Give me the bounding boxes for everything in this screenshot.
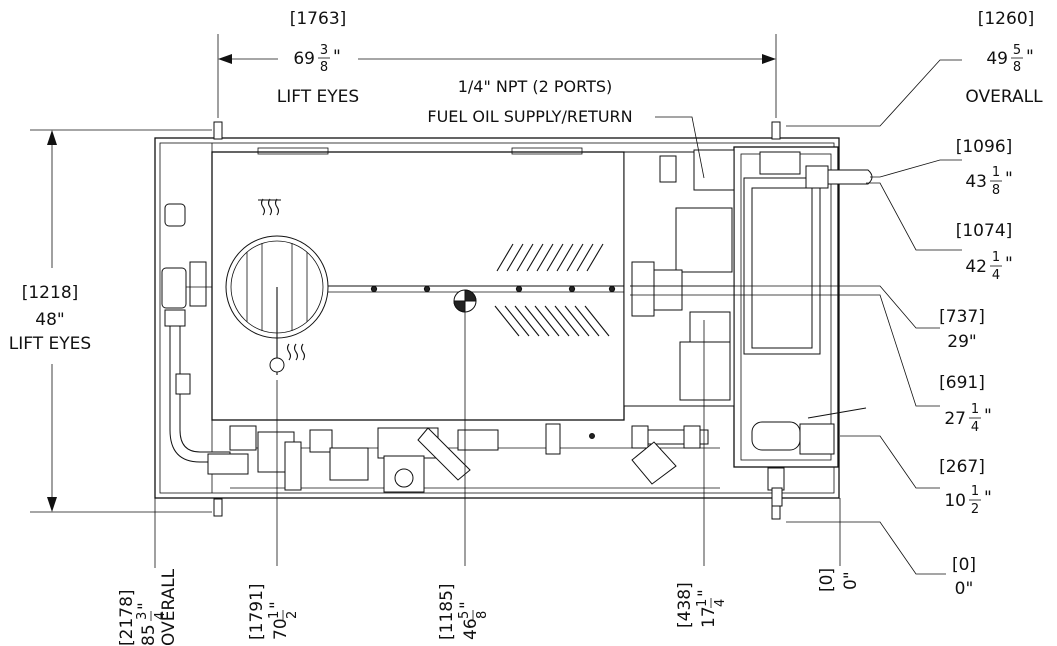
control-assembly	[623, 149, 735, 407]
b1185-metric: [1185]	[437, 583, 457, 640]
lift-eyes-width-metric: [1763]	[290, 9, 347, 29]
r691-whole: 27	[944, 409, 966, 429]
r267-num: 1	[971, 484, 979, 499]
lift-eyes-width-num: 3	[320, 43, 328, 58]
dim-0-right: [0] 0"	[786, 521, 976, 599]
center-of-gravity-icon	[453, 289, 477, 313]
r0-metric: [0]	[952, 555, 976, 575]
r691-metric: [691]	[939, 373, 985, 393]
dim-overall-width: [1260] 49 5 8 " OVERALL	[786, 9, 1043, 127]
dim-lift-eyes-height: [1218] 48" LIFT EYES	[9, 129, 212, 513]
b1791-den: 2	[285, 611, 300, 619]
lift-eyes-width-whole: 69	[293, 49, 315, 69]
b2178-label: OVERALL	[159, 568, 179, 646]
b2178-num: 3	[135, 612, 150, 620]
overall-width-label: OVERALL	[965, 87, 1043, 107]
r1074-num: 1	[992, 250, 1000, 265]
b1791-metric: [1791]	[247, 583, 267, 640]
fuel-ports-note: 1/4" NPT (2 PORTS) FUEL OIL SUPPLY/RETUR…	[427, 77, 705, 179]
b438-num: 1	[695, 599, 710, 607]
r267-unit: "	[984, 488, 992, 508]
r1096-unit: "	[1005, 169, 1013, 189]
r1096-metric: [1096]	[956, 137, 1013, 157]
b438-unit: "	[695, 589, 715, 597]
r1096-den: 8	[992, 183, 1000, 198]
skid-slot	[164, 203, 186, 227]
b1185-num: 5	[457, 611, 472, 619]
r691-unit: "	[984, 406, 992, 426]
r1074-den: 4	[992, 268, 1000, 283]
lift-eyes	[213, 121, 781, 520]
r0-value: 0"	[955, 579, 974, 599]
overall-width-whole: 49	[986, 49, 1008, 69]
r267-den: 2	[971, 502, 979, 517]
r1096-whole: 43	[965, 172, 987, 192]
r1096-num: 1	[992, 165, 1000, 180]
r267-metric: [267]	[939, 457, 985, 477]
r1074-whole: 42	[965, 257, 987, 277]
b0-metric: [0]	[817, 568, 837, 592]
dim-267: [267] 10 1 2 "	[840, 435, 992, 517]
fuel-ports-line2: FUEL OIL SUPPLY/RETURN	[427, 107, 632, 126]
r1074-unit: "	[1005, 254, 1013, 274]
b2178-den: 4	[153, 612, 168, 620]
lift-eyes-height-label: LIFT EYES	[9, 334, 91, 354]
r691-den: 4	[971, 420, 979, 435]
lift-eyes-width-label: LIFT EYES	[277, 87, 359, 107]
b438-den: 4	[713, 599, 728, 607]
b2178-unit: "	[135, 602, 155, 610]
exhaust-flange	[225, 235, 329, 375]
dim-2178-overall: [2178] 85 3 4 " OVERALL	[117, 498, 179, 646]
r737-metric: [737]	[939, 307, 985, 327]
overall-width-unit: "	[1026, 47, 1034, 67]
b1791-unit: "	[267, 601, 287, 609]
lift-eyes-height-metric: [1218]	[22, 283, 79, 303]
b2178-metric: [2178]	[117, 589, 137, 646]
overall-width-num: 5	[1013, 43, 1021, 58]
dim-0-bottom: [0] 0"	[817, 498, 861, 592]
lift-eyes-height-value: 48"	[35, 310, 64, 330]
b2178-whole: 85	[139, 624, 159, 646]
b1791-whole: 70	[271, 618, 291, 640]
b1185-whole: 46	[461, 618, 481, 640]
lift-eyes-width-unit: "	[333, 47, 341, 67]
dim-1791: [1791] 70 1 2 "	[247, 380, 300, 640]
b1791-num: 1	[267, 611, 282, 619]
vent-slots	[494, 243, 610, 337]
dim-438: [438] 17 1 4 "	[675, 320, 728, 628]
overall-width-metric: [1260]	[978, 9, 1035, 29]
b438-metric: [438]	[675, 582, 695, 628]
heat-symbol-icon	[258, 198, 306, 361]
b1185-den: 8	[475, 611, 490, 619]
dim-1074: [1074] 42 1 4 "	[866, 182, 1013, 283]
r267-whole: 10	[944, 491, 966, 511]
b0-value: 0"	[841, 571, 861, 590]
lift-eyes-width-den: 8	[320, 60, 328, 75]
b438-whole: 17	[699, 606, 719, 628]
r691-num: 1	[971, 402, 979, 417]
dim-737: [737] 29"	[630, 285, 985, 352]
r1074-metric: [1074]	[956, 221, 1013, 241]
dim-691: [691] 27 1 4 "	[630, 294, 992, 435]
generator-end	[733, 146, 873, 507]
overall-width-den: 8	[1013, 60, 1021, 75]
r737-value: 29"	[947, 332, 976, 352]
fuel-ports-line1: 1/4" NPT (2 PORTS)	[458, 77, 613, 96]
dim-1185: [1185] 46 5 8 "	[437, 312, 490, 640]
b1185-unit: "	[457, 601, 477, 609]
left-piping	[161, 261, 257, 475]
bottom-components	[257, 423, 709, 493]
dim-lift-eyes-width: [1763] 69 3 8 " LIFT EYES	[217, 9, 777, 118]
dim-1096: [1096] 43 1 8 "	[870, 137, 1013, 198]
